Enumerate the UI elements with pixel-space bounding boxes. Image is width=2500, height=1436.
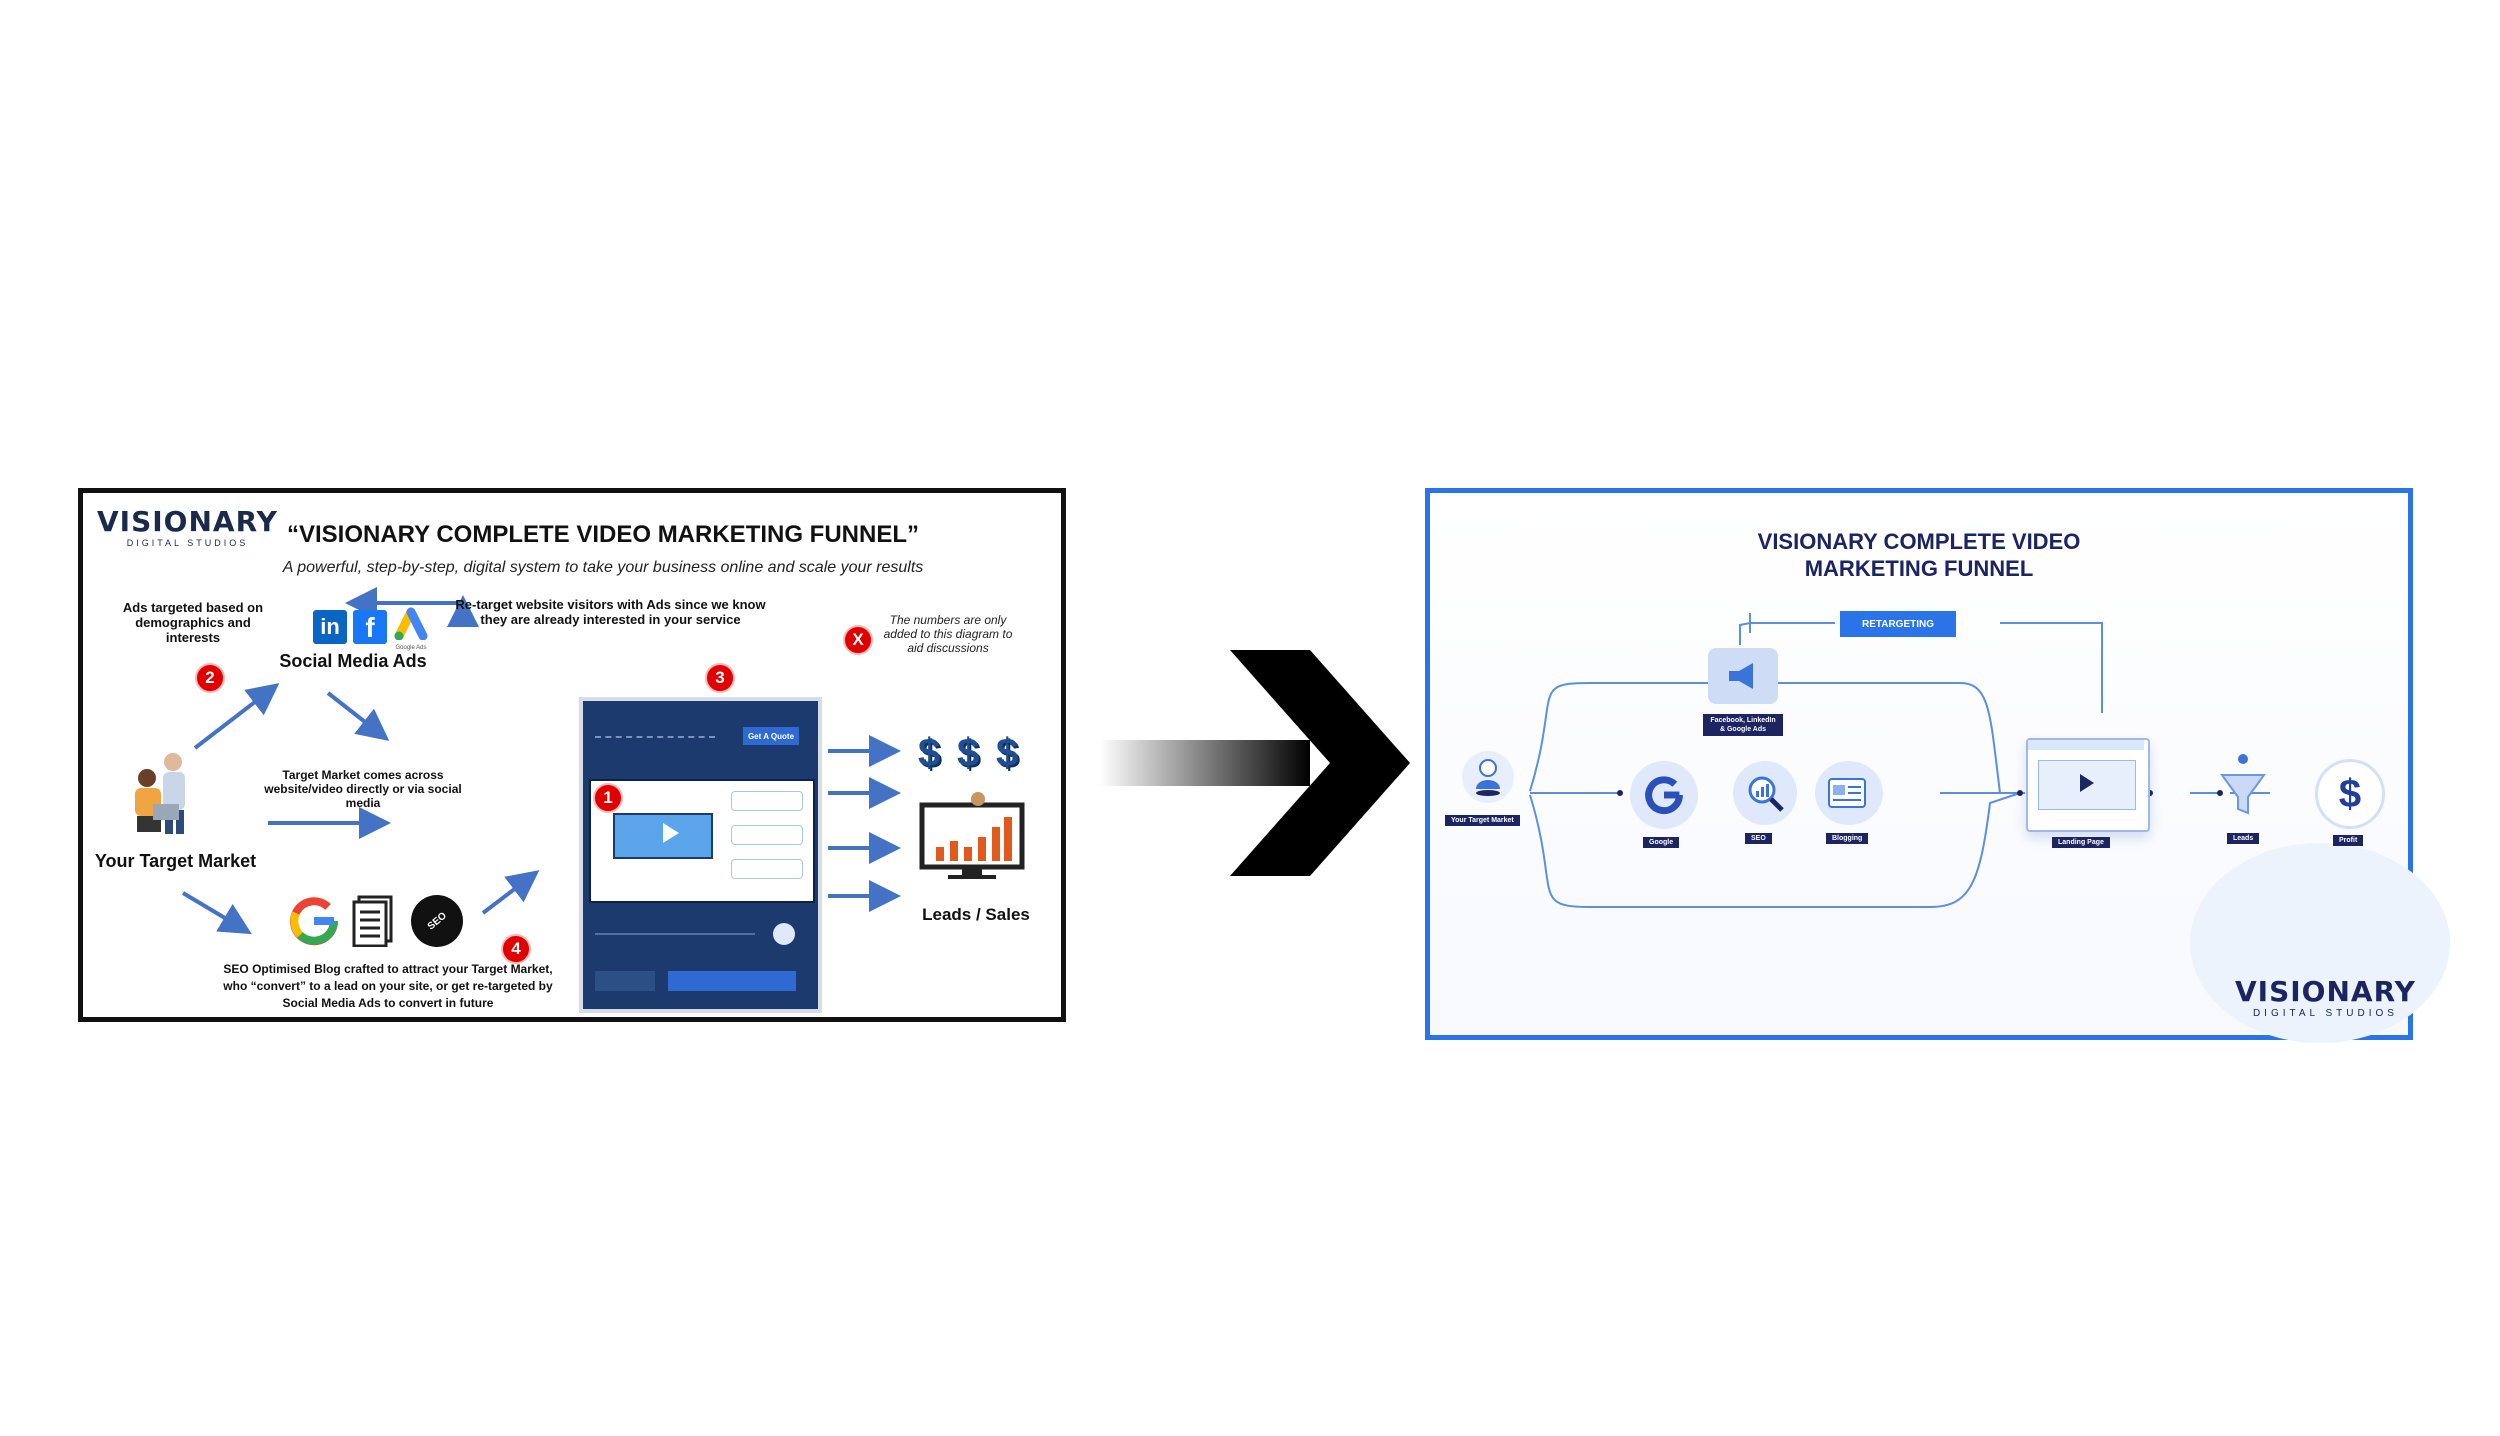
numbers-note: The numbers are only added to this diagr… — [883, 613, 1013, 655]
sales-chart-monitor-icon — [918, 791, 1028, 881]
your-target-market-node-label: Your Target Market — [1445, 815, 1520, 826]
view-count-pill — [731, 791, 803, 811]
leads-node-label: Leads — [2227, 833, 2260, 844]
dollar-sign-3: $ — [996, 731, 1019, 775]
blogging-node-label: Blogging — [1826, 833, 1869, 844]
right-funnel-diagram: VISIONARY COMPLETE VIDEO MARKETING FUNNE… — [1425, 488, 2450, 1043]
megaphone-icon — [1708, 648, 1778, 704]
seo-magnifier-icon — [1733, 761, 1797, 825]
moon-icon — [773, 923, 795, 945]
landing-page-icon — [2026, 738, 2150, 832]
primary-button[interactable] — [668, 971, 796, 991]
profit-node-label: Profit — [2333, 835, 2364, 846]
google-node-label: Google — [1643, 837, 1680, 848]
badge-4: 4 — [501, 934, 531, 964]
right-logo-wordmark: VISIONARY — [2235, 975, 2416, 1008]
badge-3: 3 — [705, 663, 735, 693]
right-connectors-layer — [1529, 613, 2270, 908]
arrow-people-to-social — [193, 683, 280, 750]
google-ads-icon: Google Ads — [391, 606, 431, 651]
right-title-line-2: MARKETING FUNNEL — [1804, 556, 2034, 581]
left-subtitle: A powerful, step-by-step, digital system… — [282, 559, 924, 576]
dollar-sign-1: $ — [918, 731, 941, 775]
play-icon[interactable] — [663, 823, 679, 843]
share-count-pill — [731, 825, 803, 845]
profit-dollar-glyph: $ — [2338, 771, 2362, 816]
social-media-ads-label: Social Media Ads — [279, 651, 427, 671]
website-mockup: Get A Quote 1 — [583, 701, 818, 1009]
retarget-text: Re-target website visitors with Ads sinc… — [455, 597, 766, 627]
logo-wordmark: VISIONARY — [97, 505, 278, 538]
google-node-icon — [1630, 761, 1698, 829]
transform-arrow-icon — [1100, 650, 1420, 880]
target-comes-text: Target Market comes across website/video… — [264, 768, 462, 810]
badge-1: 1 — [593, 783, 623, 813]
your-target-market-label: Your Target Market — [94, 851, 257, 871]
logo-subtitle: DIGITAL STUDIOS — [126, 538, 249, 548]
content-line — [595, 933, 755, 935]
retargeting-pill: RETARGETING — [1840, 611, 1956, 637]
arrow-people-to-google — [181, 891, 252, 935]
secondary-button[interactable] — [595, 971, 655, 991]
right-title: VISIONARY COMPLETE VIDEO MARKETING FUNNE… — [1669, 528, 2169, 582]
right-title-line-1: VISIONARY COMPLETE VIDEO — [1757, 529, 2081, 554]
document-icon — [351, 895, 397, 948]
like-count-pill — [731, 859, 803, 879]
social-ads-label: Facebook, LinkedIn & Google Ads — [1703, 714, 1783, 736]
dollar-sign-2: $ — [957, 731, 980, 775]
left-arrows-layer — [181, 587, 901, 935]
arrow-social-to-site — [326, 691, 390, 741]
left-logo: VISIONARY DIGITAL STUDIOS — [97, 505, 278, 548]
google-ads-icon-caption: Google Ads — [395, 645, 427, 651]
arrow-retarget — [345, 587, 465, 625]
bg-blob — [2190, 843, 2450, 1043]
get-a-quote-button[interactable]: Get A Quote — [743, 727, 799, 745]
arrow-blog-to-site — [481, 870, 540, 915]
linkedin-icon: in — [313, 610, 347, 644]
right-logo-subtitle: DIGITAL STUDIOS — [2252, 1008, 2398, 1019]
blogging-icon — [1815, 761, 1883, 825]
badge-x: X — [843, 625, 873, 655]
target-market-people-icon — [123, 748, 203, 838]
facebook-icon: f — [353, 610, 387, 644]
badge-2: 2 — [195, 663, 225, 693]
google-icon — [288, 895, 340, 947]
left-funnel-diagram: VISIONARY DIGITAL STUDIOS “VISIONARY COM… — [78, 488, 1066, 1022]
video-frame — [589, 779, 815, 903]
leads-sales-label: Leads / Sales — [922, 905, 1030, 924]
landing-play-icon[interactable] — [2080, 774, 2094, 792]
seo-node-label: SEO — [1745, 833, 1772, 844]
right-logo: VISIONARY DIGITAL STUDIOS — [2235, 975, 2416, 1019]
seo-blog-text: SEO Optimised Blog crafted to attract yo… — [223, 962, 553, 1010]
browser-bar — [2028, 740, 2144, 750]
left-title: “VISIONARY COMPLETE VIDEO MARKETING FUNN… — [286, 521, 920, 548]
nav-placeholder — [595, 736, 715, 740]
funnel-icon — [2218, 753, 2268, 817]
landing-page-label: Landing Page — [2052, 837, 2110, 848]
ads-targeted-text: Ads targeted based on demographics and i… — [122, 600, 264, 645]
profit-dollar-icon: $ — [2315, 759, 2385, 829]
person-icon — [1462, 751, 1514, 803]
